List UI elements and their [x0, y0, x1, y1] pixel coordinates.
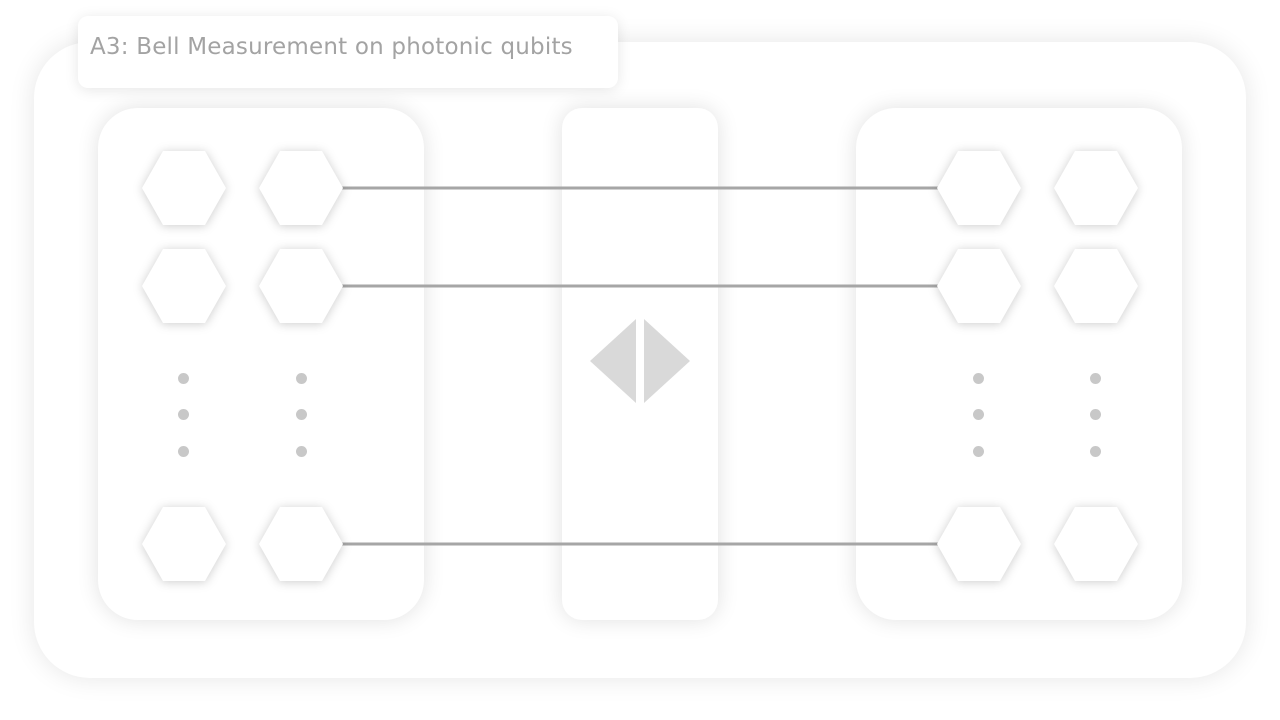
qubit-hexagon-icon	[142, 249, 226, 323]
qubit-hexagon-icon	[259, 249, 343, 323]
ellipsis-dot	[178, 409, 189, 420]
ellipsis-dot	[1090, 373, 1101, 384]
qubit-hexagon-icon	[259, 507, 343, 581]
ellipsis-dot	[1090, 446, 1101, 457]
diagram-title: A3: Bell Measurement on photonic qubits	[90, 34, 573, 60]
qubit-hexagon-icon	[142, 151, 226, 225]
ellipsis-dot	[178, 373, 189, 384]
qubit-hexagon-icon	[937, 151, 1021, 225]
ellipsis-dot	[973, 409, 984, 420]
bell-measurement-icon	[590, 319, 690, 403]
ellipsis-dot	[178, 446, 189, 457]
ellipsis-dot	[1090, 409, 1101, 420]
ellipsis-dot	[973, 446, 984, 457]
qubit-hexagon-icon	[1054, 507, 1138, 581]
qubit-hexagon-icon	[259, 151, 343, 225]
ellipsis-dot	[296, 446, 307, 457]
qubit-hexagon-icon	[1054, 151, 1138, 225]
qubit-hexagon-icon	[1054, 249, 1138, 323]
qubit-hexagon-icon	[142, 507, 226, 581]
ellipsis-dot	[296, 409, 307, 420]
ellipsis-dot	[296, 373, 307, 384]
title-card: A3: Bell Measurement on photonic qubits	[78, 16, 618, 88]
qubit-hexagon-icon	[937, 507, 1021, 581]
measurement-panel	[562, 108, 718, 620]
ellipsis-dot	[973, 373, 984, 384]
qubit-hexagon-icon	[937, 249, 1021, 323]
